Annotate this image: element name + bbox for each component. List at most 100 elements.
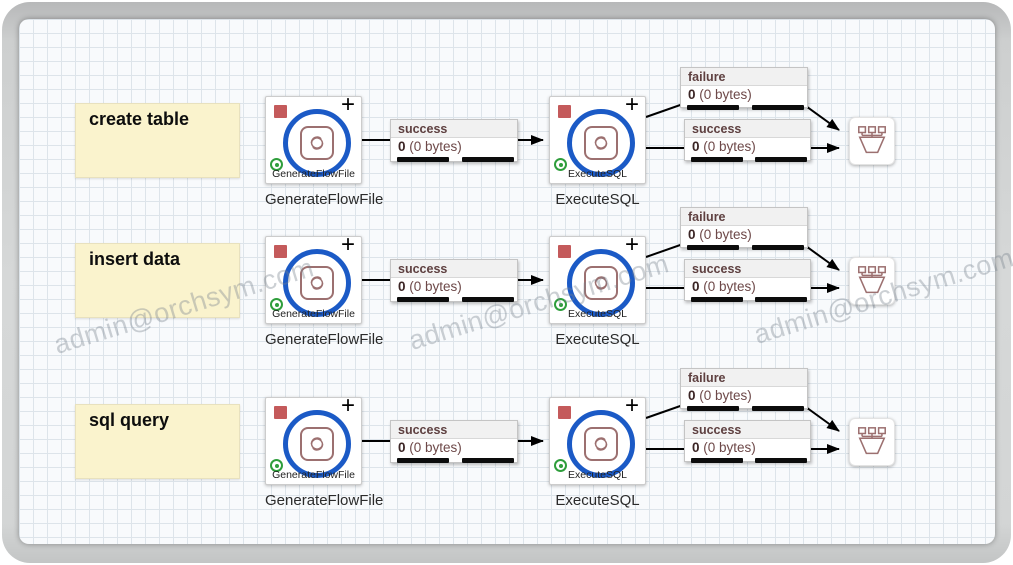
processor-ring [283, 109, 351, 177]
flow-row: create table + GenerateFlowFile Generate… [19, 67, 995, 226]
queue-bar [687, 105, 739, 110]
processor-generateflowfile[interactable]: + GenerateFlowFile [265, 392, 362, 485]
label-note[interactable]: sql query [75, 404, 240, 479]
queue-bar [691, 157, 743, 162]
connection-label-success[interactable]: success 0 (0 bytes) [390, 420, 518, 463]
connection-label-failure[interactable]: failure 0 (0 bytes) [680, 67, 808, 110]
processor-caption: GenerateFlowFile [265, 191, 384, 208]
connection-label-success[interactable]: success 0 (0 bytes) [390, 259, 518, 302]
connection-stats: 0 (0 bytes) [391, 138, 517, 163]
plus-icon[interactable]: + [340, 231, 355, 258]
processor-caption: ExecuteSQL [555, 191, 640, 208]
stopped-indicator-icon [558, 406, 571, 419]
connection-label-success[interactable]: success 0 (0 bytes) [684, 420, 811, 464]
run-status-icon [554, 459, 567, 472]
connection-label-failure[interactable]: failure 0 (0 bytes) [680, 207, 808, 251]
processor-type-icon [300, 266, 334, 300]
connection-label-success[interactable]: success 0 (0 bytes) [684, 119, 811, 163]
run-status-icon [270, 459, 283, 472]
flow-row: insert data + GenerateFlowFile GenerateF… [19, 207, 995, 366]
connection-title: success [685, 120, 810, 138]
processor-ring [283, 249, 351, 317]
label-note[interactable]: create table [75, 103, 240, 178]
processor-type-icon [584, 266, 618, 300]
run-status-icon [554, 158, 567, 171]
stopped-indicator-icon [558, 245, 571, 258]
queue-bar [755, 157, 807, 162]
connection-label-success[interactable]: success 0 (0 bytes) [390, 119, 518, 162]
funnel[interactable] [849, 117, 895, 165]
funnel[interactable] [849, 418, 895, 466]
stopped-indicator-icon [274, 245, 287, 258]
stopped-indicator-icon [558, 105, 571, 118]
plus-icon[interactable]: + [624, 392, 639, 419]
connection-title: success [391, 421, 517, 439]
queue-bar [462, 157, 514, 162]
processor-ring [567, 109, 635, 177]
plus-icon[interactable]: + [624, 91, 639, 118]
connection-stats: 0 (0 bytes) [391, 439, 517, 464]
processor-caption: GenerateFlowFile [265, 331, 384, 348]
queue-bar [752, 406, 804, 411]
run-status-icon [270, 158, 283, 171]
processor-name: ExecuteSQL [568, 308, 627, 320]
queue-bar [462, 297, 514, 302]
plus-icon[interactable]: + [340, 392, 355, 419]
processor-name: GenerateFlowFile [272, 308, 355, 320]
connection-stats: 0 (0 bytes) [685, 439, 810, 464]
processor-name: ExecuteSQL [568, 469, 627, 481]
processor-name: ExecuteSQL [568, 168, 627, 180]
processor-executesql[interactable]: + ExecuteSQL [549, 91, 646, 184]
stopped-indicator-icon [274, 406, 287, 419]
run-status-icon [270, 298, 283, 311]
connection-title: success [391, 260, 517, 278]
connection-title: failure [681, 369, 807, 387]
processor-ring [567, 249, 635, 317]
flow-row: sql query + GenerateFlowFile GenerateFlo… [19, 368, 995, 527]
connection-stats: 0 (0 bytes) [685, 278, 810, 303]
processor-caption: ExecuteSQL [555, 492, 640, 509]
connection-stats: 0 (0 bytes) [681, 226, 807, 251]
flow-canvas[interactable]: create table + GenerateFlowFile Generate… [19, 19, 1013, 544]
queue-bar [397, 157, 449, 162]
processor-executesql[interactable]: + ExecuteSQL [549, 231, 646, 324]
queue-bar [687, 406, 739, 411]
processor-executesql[interactable]: + ExecuteSQL [549, 392, 646, 485]
connection-stats: 0 (0 bytes) [681, 387, 807, 412]
connection-label-success[interactable]: success 0 (0 bytes) [684, 259, 811, 303]
queue-bar [691, 297, 743, 302]
label-note[interactable]: insert data [75, 243, 240, 318]
processor-caption: GenerateFlowFile [265, 492, 384, 509]
queue-bar [755, 458, 807, 463]
processor-type-icon [300, 427, 334, 461]
plus-icon[interactable]: + [340, 91, 355, 118]
processor-name: GenerateFlowFile [272, 168, 355, 180]
label-note-text: create table [89, 109, 190, 129]
queue-bar [462, 458, 514, 463]
queue-bar [687, 245, 739, 250]
connection-label-failure[interactable]: failure 0 (0 bytes) [680, 368, 808, 412]
connection-title: success [391, 120, 517, 138]
funnel-icon [858, 126, 886, 154]
connection-title: failure [681, 208, 807, 226]
processor-type-icon [584, 427, 618, 461]
funnel-icon [858, 266, 886, 294]
queue-bar [397, 458, 449, 463]
stopped-indicator-icon [274, 105, 287, 118]
processor-ring [283, 410, 351, 478]
processor-generateflowfile[interactable]: + GenerateFlowFile [265, 231, 362, 324]
connection-title: success [685, 260, 810, 278]
processor-type-icon [300, 126, 334, 160]
plus-icon[interactable]: + [624, 231, 639, 258]
connection-stats: 0 (0 bytes) [685, 138, 810, 163]
queue-bar [752, 105, 804, 110]
funnel-icon [858, 427, 886, 455]
label-note-text: sql query [89, 410, 170, 430]
processor-generateflowfile[interactable]: + GenerateFlowFile [265, 91, 362, 184]
connection-title: failure [681, 68, 807, 86]
processor-ring [567, 410, 635, 478]
processor-name: GenerateFlowFile [272, 469, 355, 481]
connection-title: success [685, 421, 810, 439]
funnel[interactable] [849, 257, 895, 305]
